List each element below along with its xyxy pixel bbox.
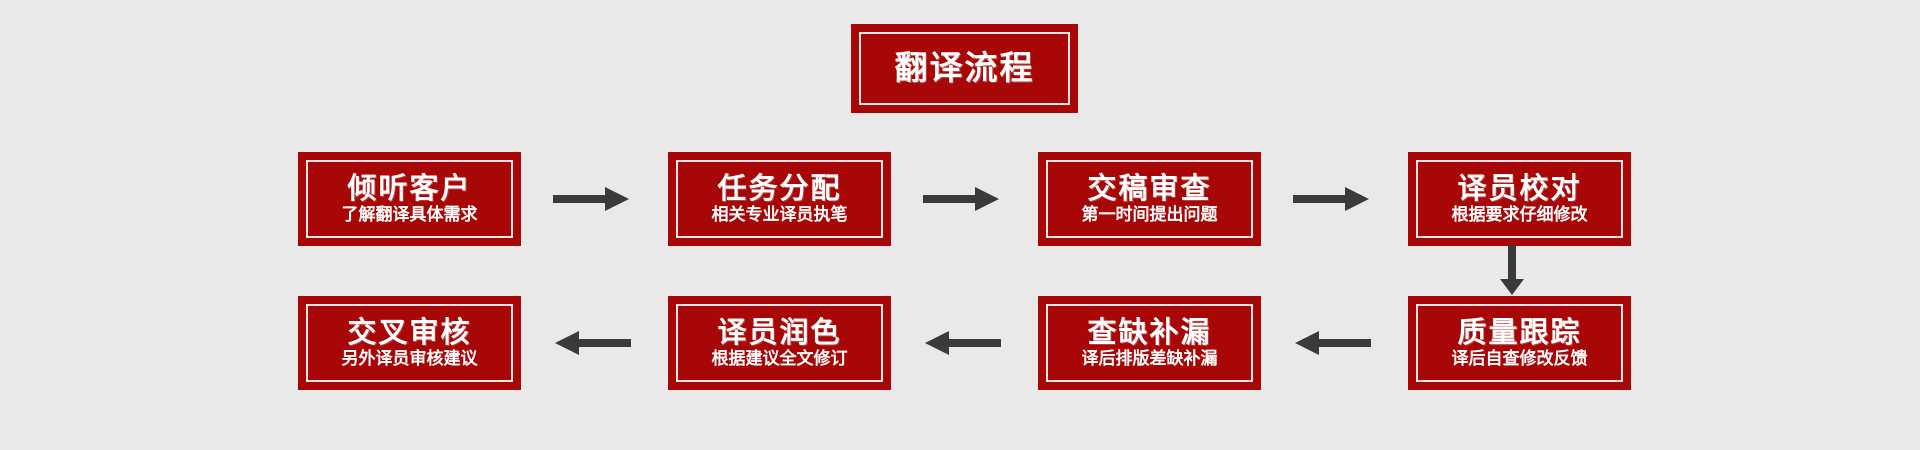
step-3-heading: 交稿审查 <box>1087 171 1212 206</box>
step-3-subtitle: 第一时间提出问题 <box>1081 204 1218 225</box>
step-7-text-wrap: 译员润色 根据建议全文修订 <box>712 317 848 368</box>
step-box-8[interactable]: 交叉审核 另外译员审核建议 <box>298 296 521 390</box>
step-8-heading: 交叉审核 <box>347 315 472 350</box>
step-2-heading: 任务分配 <box>717 171 842 206</box>
step-box-7[interactable]: 译员润色 根据建议全文修订 <box>668 296 891 390</box>
step-5-subtitle: 译后自查修改反馈 <box>1451 348 1588 369</box>
step-1-text-wrap: 倾听客户 了解翻译具体需求 <box>342 173 478 224</box>
step-1-heading: 倾听客户 <box>347 171 472 206</box>
arrow-left-icon-2 <box>925 331 1001 355</box>
page-title: 翻译流程 <box>894 48 1035 88</box>
step-box-5[interactable]: 质量跟踪 译后自查修改反馈 <box>1408 296 1631 390</box>
step-8-text-wrap: 交叉审核 另外译员审核建议 <box>342 317 478 368</box>
step-box-3[interactable]: 交稿审查 第一时间提出问题 <box>1038 152 1261 246</box>
flowchart-title-box: 翻译流程 <box>851 24 1078 113</box>
step-8-subtitle: 另外译员审核建议 <box>341 348 478 369</box>
step-3-text-wrap: 交稿审查 第一时间提出问题 <box>1082 173 1218 224</box>
step-7-heading: 译员润色 <box>717 315 842 350</box>
step-box-1[interactable]: 倾听客户 了解翻译具体需求 <box>298 152 521 246</box>
step-4-text-wrap: 译员校对 根据要求仔细修改 <box>1452 173 1588 224</box>
arrow-right-icon-3 <box>1293 187 1369 211</box>
title-text-wrap: 翻译流程 <box>895 51 1035 86</box>
arrow-right-icon-1 <box>553 187 629 211</box>
step-5-text-wrap: 质量跟踪 译后自查修改反馈 <box>1452 317 1588 368</box>
step-box-4[interactable]: 译员校对 根据要求仔细修改 <box>1408 152 1631 246</box>
step-5-heading: 质量跟踪 <box>1457 315 1582 350</box>
step-1-subtitle: 了解翻译具体需求 <box>341 204 478 225</box>
step-2-subtitle: 相关专业译员执笔 <box>711 204 848 225</box>
step-6-heading: 查缺补漏 <box>1087 315 1212 350</box>
step-box-2[interactable]: 任务分配 相关专业译员执笔 <box>668 152 891 246</box>
arrow-left-icon-3 <box>555 331 631 355</box>
step-box-6[interactable]: 查缺补漏 译后排版差缺补漏 <box>1038 296 1261 390</box>
step-2-text-wrap: 任务分配 相关专业译员执笔 <box>712 173 848 224</box>
step-4-heading: 译员校对 <box>1457 171 1582 206</box>
step-6-subtitle: 译后排版差缺补漏 <box>1081 348 1218 369</box>
arrow-down-icon <box>1500 245 1524 295</box>
arrow-right-icon-2 <box>923 187 999 211</box>
step-4-subtitle: 根据要求仔细修改 <box>1451 204 1588 225</box>
step-6-text-wrap: 查缺补漏 译后排版差缺补漏 <box>1082 317 1218 368</box>
arrow-left-icon-1 <box>1295 331 1371 355</box>
step-7-subtitle: 根据建议全文修订 <box>711 348 848 369</box>
